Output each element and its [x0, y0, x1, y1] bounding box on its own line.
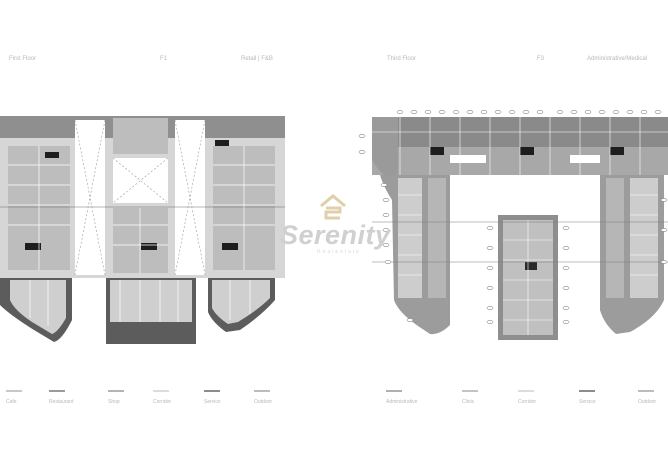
legend-label: Clinic [462, 399, 475, 405]
center-wing-inner [110, 280, 192, 322]
legend-label: Service [204, 399, 221, 405]
legend-swatch [6, 390, 22, 392]
legend-item: Clinic [462, 390, 478, 405]
first-floor-plan [0, 116, 285, 344]
legend-label: Corridor [153, 399, 172, 405]
watermark-name: Serenity [280, 220, 391, 250]
legend-swatch [49, 390, 65, 392]
connector-1 [450, 155, 486, 163]
legend-item: Corridor [518, 390, 536, 405]
legend-label: Outdoor [254, 399, 273, 405]
center-shops [113, 208, 168, 273]
core-5 [45, 152, 59, 158]
legend-label: Cafe [6, 399, 17, 405]
third-floor-label: Third Floor [387, 56, 417, 62]
legend-item: Corridor [153, 390, 171, 405]
retail-label: Retail | F&B [241, 56, 273, 62]
legend-swatch [518, 390, 534, 392]
legend-item: Administrative [386, 390, 417, 405]
courtyard-left [75, 120, 105, 275]
shop-grid [8, 146, 275, 326]
admin-label: Administrative/Medical [587, 56, 648, 62]
tower-core [525, 262, 537, 270]
core-b [520, 147, 534, 155]
left-wing-corridor [428, 178, 446, 298]
first-floor-label: First Floor [9, 56, 36, 62]
right-wing-inner [212, 280, 270, 324]
legend-label: Outdoor [638, 399, 657, 405]
room-grid-3f [372, 117, 668, 335]
center-top-shops [113, 118, 168, 154]
legend-swatch [254, 390, 270, 392]
core-1 [25, 243, 41, 250]
f3-label: F3 [537, 56, 545, 62]
legend-swatch [386, 390, 402, 392]
legend-label: Restaurant [49, 399, 74, 405]
f1-label: F1 [160, 56, 168, 62]
legend-label: Administrative [386, 399, 418, 405]
legend-item: Outdoor [254, 390, 272, 405]
house-logo-icon [320, 194, 346, 220]
legend-swatch [579, 390, 595, 392]
legend-swatch [153, 390, 169, 392]
watermark-sub: Realestate [317, 249, 361, 255]
legend-item: Service [204, 390, 221, 405]
serenity-watermark: Serenity Realestate [280, 192, 390, 264]
center-atrium [113, 158, 168, 203]
legend-item: Cafe [6, 390, 22, 405]
legend-swatch [108, 390, 124, 392]
core-a [430, 147, 444, 155]
courtyard-right [175, 120, 205, 275]
connector-2 [570, 155, 600, 163]
right-wing-rooms [630, 178, 658, 298]
legend-item: Shop [108, 390, 124, 405]
legend-label: Shop [108, 399, 120, 405]
legend-swatch [462, 390, 478, 392]
core-c [610, 147, 624, 155]
oval-markers [358, 110, 668, 324]
legend-item: Service [579, 390, 596, 405]
legend-label: Service [579, 399, 596, 405]
left-wing-inner [10, 280, 66, 334]
legend-item: Outdoor [638, 390, 656, 405]
core-4 [215, 140, 229, 146]
legend-swatch [638, 390, 654, 392]
right-wing-corridor [606, 178, 624, 298]
legend-item: Restaurant [49, 390, 73, 405]
third-floor-plan [358, 110, 668, 340]
legend-label: Corridor [518, 399, 537, 405]
left-wing-rooms [398, 178, 422, 298]
core-2 [141, 243, 157, 250]
top-left-corner [372, 117, 398, 175]
core-3 [222, 243, 238, 250]
legend-swatch [204, 390, 220, 392]
